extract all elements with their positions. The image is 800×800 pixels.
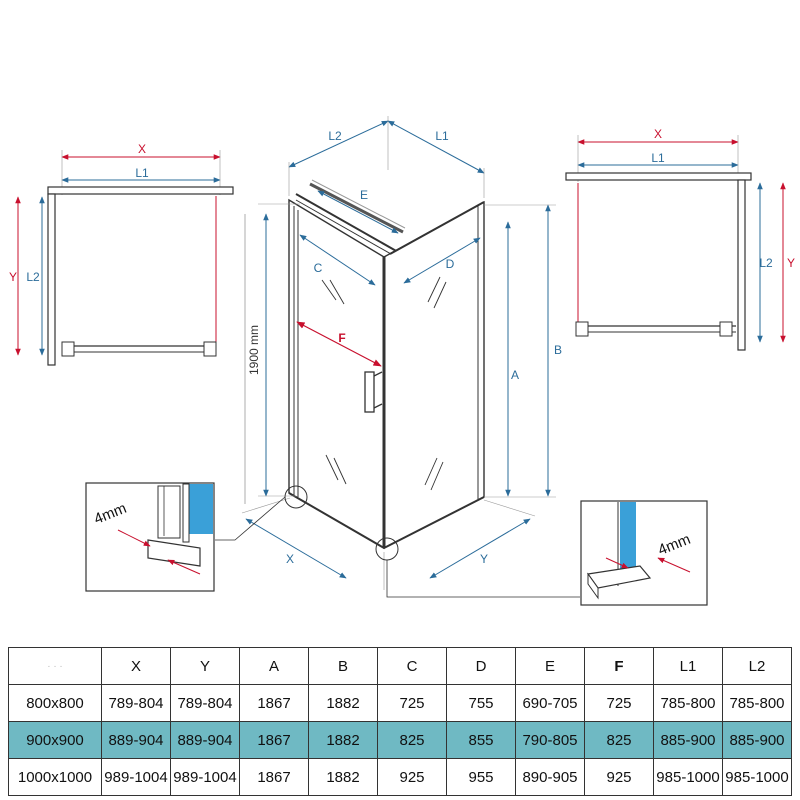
table-cell: 1882 [308, 684, 378, 722]
table-corner: · · · [8, 647, 102, 685]
table-cell-size: 800x800 [8, 684, 102, 722]
table-cell: 789-804 [170, 684, 240, 722]
table-cell: 955 [446, 758, 516, 796]
table-cell-size: 1000x1000 [8, 758, 102, 796]
table-cell: 855 [446, 721, 516, 759]
table-row: 1000x1000 989-1004 989-1004 1867 1882 92… [8, 758, 792, 796]
table-cell: 1867 [239, 758, 309, 796]
left-l2-label: L2 [26, 270, 40, 284]
top-l2-label: L2 [328, 129, 342, 143]
table-header-y: Y [170, 647, 240, 685]
right-y-label: Y [787, 256, 795, 270]
left-x-label: X [138, 142, 146, 156]
table-header-e: E [515, 647, 585, 685]
table-cell: 985-1000 [722, 758, 792, 796]
table-cell: 825 [584, 721, 654, 759]
table-cell: 885-900 [722, 721, 792, 759]
b-label: B [554, 343, 562, 357]
table-header-f: F [584, 647, 654, 685]
table-header-a: A [239, 647, 309, 685]
f-label: F [338, 331, 345, 345]
table-header-row: · · · X Y A B C D E F L1 L2 [8, 647, 792, 685]
table-cell: 885-900 [653, 721, 723, 759]
table-header-d: D [446, 647, 516, 685]
table-cell: 989-1004 [101, 758, 171, 796]
right-l2-label: L2 [759, 256, 773, 270]
table-cell: 890-905 [515, 758, 585, 796]
table-cell: 789-804 [101, 684, 171, 722]
bottom-x-label: X [286, 552, 294, 566]
table-cell: 889-904 [101, 721, 171, 759]
left-plan-view: X L1 Y L2 [9, 142, 234, 366]
right-detail-inset: 4mm [580, 500, 708, 606]
table-cell: 785-800 [653, 684, 723, 722]
table-header-l2: L2 [722, 647, 792, 685]
bottom-y-label: Y [480, 552, 488, 566]
table-cell: 989-1004 [170, 758, 240, 796]
d-label: D [446, 257, 455, 271]
table-cell-size: 900x900 [8, 721, 102, 759]
table-header-b: B [308, 647, 378, 685]
table-cell: 1882 [308, 758, 378, 796]
table-cell: 725 [377, 684, 447, 722]
table-cell: 785-800 [722, 684, 792, 722]
table-cell: 925 [584, 758, 654, 796]
isometric-enclosure: L2 L1 E [215, 116, 580, 598]
table-cell: 925 [377, 758, 447, 796]
table-cell: 755 [446, 684, 516, 722]
table-cell: 790-805 [515, 721, 585, 759]
right-x-label: X [654, 127, 662, 141]
table-row: 800x800 789-804 789-804 1867 1882 725 75… [8, 684, 792, 722]
table-cell: 725 [584, 684, 654, 722]
table-row-highlighted: 900x900 889-904 889-904 1867 1882 825 85… [8, 721, 792, 759]
table-cell: 889-904 [170, 721, 240, 759]
table-header-l1: L1 [653, 647, 723, 685]
table-cell: 1867 [239, 721, 309, 759]
top-l1-label: L1 [435, 129, 449, 143]
left-l1-label: L1 [135, 166, 149, 180]
left-detail-inset: 4mm [85, 482, 215, 592]
dimension-table: · · · X Y A B C D E F L1 L2 800x800 789-… [8, 647, 792, 796]
table-cell: 690-705 [515, 684, 585, 722]
a-label: A [511, 368, 519, 382]
table-cell: 825 [377, 721, 447, 759]
technical-drawing: X L1 Y L2 X L1 L2 Y [9, 116, 795, 606]
table-cell: 1867 [239, 684, 309, 722]
e-label: E [360, 188, 368, 202]
c-label: C [314, 261, 323, 275]
table-cell: 985-1000 [653, 758, 723, 796]
table-cell: 1882 [308, 721, 378, 759]
left-y-label: Y [9, 270, 17, 284]
right-plan-view: X L1 L2 Y [565, 127, 795, 351]
height-label: 1900 mm [247, 325, 261, 375]
right-l1-label: L1 [651, 151, 665, 165]
table-header-x: X [101, 647, 171, 685]
table-header-c: C [377, 647, 447, 685]
